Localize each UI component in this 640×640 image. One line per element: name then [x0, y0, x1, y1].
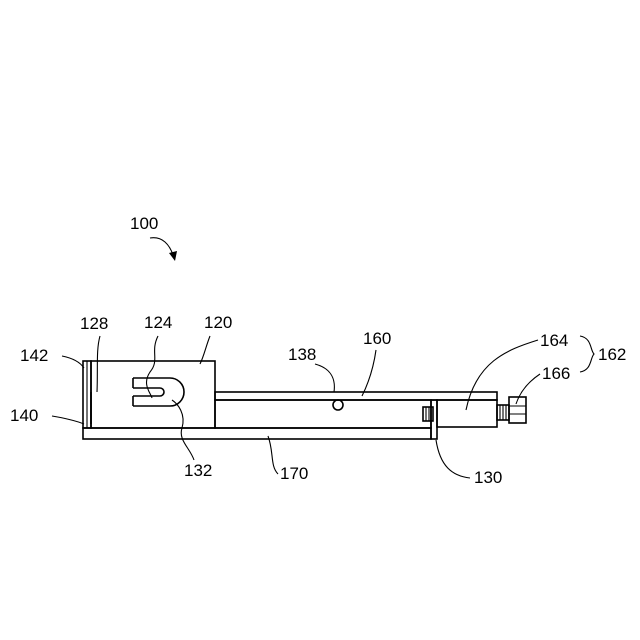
label-100: 100: [130, 214, 158, 233]
leader-142: [62, 356, 84, 368]
leader-170: [268, 436, 278, 474]
label-164: 164: [540, 331, 568, 350]
leader-132: [172, 400, 194, 460]
leader-130: [436, 440, 470, 478]
label-138: 138: [288, 345, 316, 364]
hole: [333, 400, 343, 410]
rod: [215, 392, 497, 400]
label-162: 162: [598, 345, 626, 364]
brace-162: [580, 336, 594, 372]
slide-channel: [215, 400, 431, 428]
label-140: 140: [10, 406, 38, 425]
leader-138: [315, 364, 334, 392]
label-128: 128: [80, 314, 108, 333]
slot-outer: [133, 378, 184, 406]
leader-166: [516, 374, 540, 404]
label-142: 142: [20, 346, 48, 365]
leader-128: [97, 336, 100, 392]
label-120: 120: [204, 313, 232, 332]
label-130: 130: [474, 468, 502, 487]
label-124: 124: [144, 313, 172, 332]
label-170: 170: [280, 464, 308, 483]
leader-140: [52, 416, 84, 424]
label-160: 160: [363, 329, 391, 348]
label-166: 166: [542, 364, 570, 383]
label-132: 132: [184, 461, 212, 480]
base-rail: [83, 428, 431, 439]
leader-lines: [52, 238, 594, 478]
leader-120: [200, 336, 210, 364]
leader-160: [362, 350, 376, 396]
end-plate: [431, 400, 437, 439]
housing-block: [91, 361, 215, 428]
leader-100: [150, 238, 174, 258]
arrowhead-100: [169, 251, 177, 261]
